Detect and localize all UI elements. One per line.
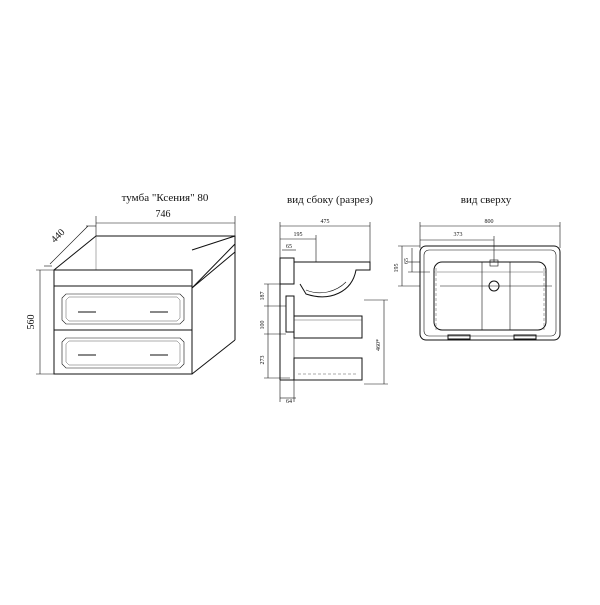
- side-overall-label: 475: [321, 219, 330, 225]
- drawer-lower: [61, 337, 185, 369]
- top-overall-label: 800: [485, 219, 494, 225]
- front-view-title: тумба "Ксения" 80: [122, 192, 209, 204]
- top-depth-a-label: 195: [394, 264, 400, 273]
- drain-hole: [488, 280, 500, 292]
- faucet-hole: [489, 259, 499, 267]
- top-basin-body: [419, 245, 561, 341]
- front-depth-label: 440: [49, 227, 67, 245]
- handle-mark-right: [513, 334, 537, 340]
- top-view: вид сверху 800 373 195 65: [394, 194, 561, 341]
- front-view: тумба "Ксения" 80 746 440 560: [26, 192, 236, 375]
- top-dimension-lines: [398, 222, 561, 287]
- top-view-title: вид сверху: [461, 194, 512, 206]
- side-h273-label: 273: [260, 356, 266, 365]
- side-view-title: вид сбоку (разрез): [287, 194, 373, 206]
- front-dimension-lines: [36, 216, 236, 375]
- side-top-offset-label: 65: [286, 244, 292, 250]
- front-height-label: 560: [26, 315, 37, 330]
- top-offset-label: 373: [454, 232, 463, 238]
- side-h187-label: 187: [260, 292, 266, 301]
- side-dimension-lines: [264, 222, 388, 402]
- drawer-upper: [61, 293, 185, 325]
- front-width-label: 746: [156, 209, 171, 220]
- side-h460-label: 460*: [376, 339, 382, 351]
- handle-mark-left: [447, 334, 471, 340]
- cabinet-body: [53, 235, 236, 375]
- side-view: вид сбоку (разрез) 475 195 65 187 100 27…: [260, 194, 388, 405]
- side-bottom-offset-label: 64: [286, 399, 292, 405]
- side-h100-label: 100: [260, 321, 266, 330]
- top-depth-b-label: 65: [404, 258, 410, 264]
- side-section-body: [279, 257, 371, 381]
- side-upper-label: 195: [294, 232, 303, 238]
